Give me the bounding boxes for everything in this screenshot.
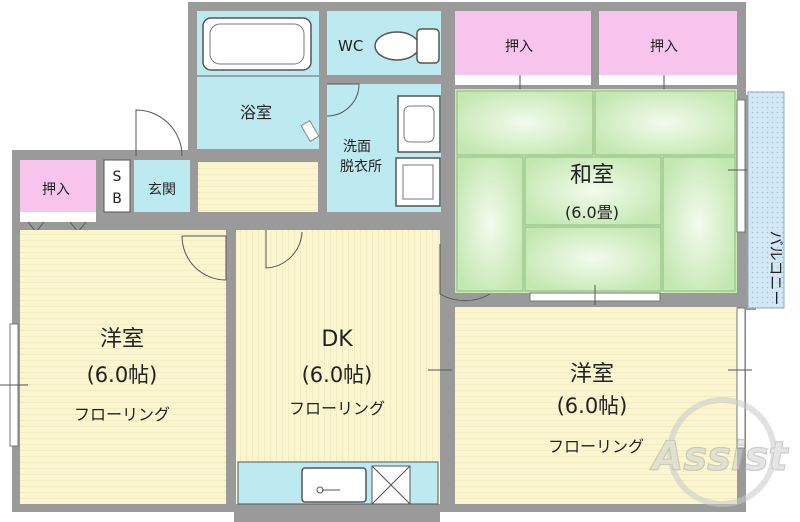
- western-right-label: 洋室: [570, 362, 614, 387]
- bath-room: [197, 11, 319, 149]
- balcony-label: バルコニー: [767, 231, 785, 306]
- western-right-size-label: (6.0帖): [557, 394, 628, 418]
- tatami-room: [455, 89, 752, 305]
- entrance-area: [20, 109, 318, 233]
- western-left-floor-label: フローリング: [74, 405, 170, 424]
- watermark-text: Assist: [649, 434, 789, 480]
- closets-top: [455, 11, 737, 96]
- dk-size-label: (6.0帖): [302, 363, 373, 387]
- western-left-size-label: (6.0帖): [87, 363, 158, 387]
- dk-room: [236, 230, 491, 505]
- dk-label: DK: [321, 327, 353, 352]
- closet-top-left-label: 押入: [505, 39, 533, 55]
- western-left-label: 洋室: [100, 327, 144, 352]
- dk-floor-label: フローリング: [289, 399, 385, 418]
- washitsu-size-label: (6.0畳): [565, 203, 619, 222]
- closet-left-label: 押入: [42, 182, 70, 198]
- washroom-label-line2: 脱衣所: [340, 159, 382, 175]
- western-room-left: [0, 230, 227, 504]
- wc-room: [327, 11, 441, 75]
- wc-label: WC: [338, 37, 363, 55]
- washitsu-label: 和室: [570, 163, 614, 188]
- western-room-right: [455, 307, 752, 504]
- assist-watermark: Assist: [649, 397, 790, 507]
- closet-top-right-label: 押入: [650, 39, 678, 55]
- shoebox-s-label: S: [113, 169, 122, 185]
- washroom: [300, 83, 441, 212]
- washroom-label-line1: 洗面: [343, 139, 371, 155]
- bath-label: 浴室: [240, 103, 272, 122]
- balcony: [747, 91, 785, 309]
- entrance-label: 玄関: [148, 181, 176, 198]
- western-right-floor-label: フローリング: [548, 437, 644, 456]
- shoebox-b-label: B: [112, 191, 122, 207]
